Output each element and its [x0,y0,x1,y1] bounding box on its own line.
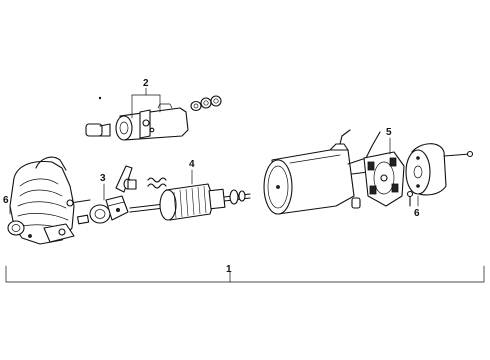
small-gear [123,178,137,190]
bolt-small-left [66,199,91,225]
solenoid-assembly [85,95,222,141]
spring [147,177,167,189]
callout-6-right: 6 [414,208,420,219]
brush-holder [363,151,405,207]
callout-1: 1 [226,264,232,275]
through-bolt [443,150,474,158]
drive-end-housing [7,156,75,245]
callout-5: 5 [386,127,392,138]
callout-2: 2 [143,78,149,89]
screw-right [406,190,414,207]
callout-4: 4 [189,159,195,170]
callout-3: 3 [100,173,106,184]
armature [129,183,251,221]
callout-6-left: 6 [3,195,9,206]
callout-2-leader [131,87,161,119]
end-cap [405,143,447,196]
assembly-bracket [5,265,485,283]
shift-lever [89,165,133,224]
field-lead [347,131,381,209]
field-frame [263,129,355,215]
